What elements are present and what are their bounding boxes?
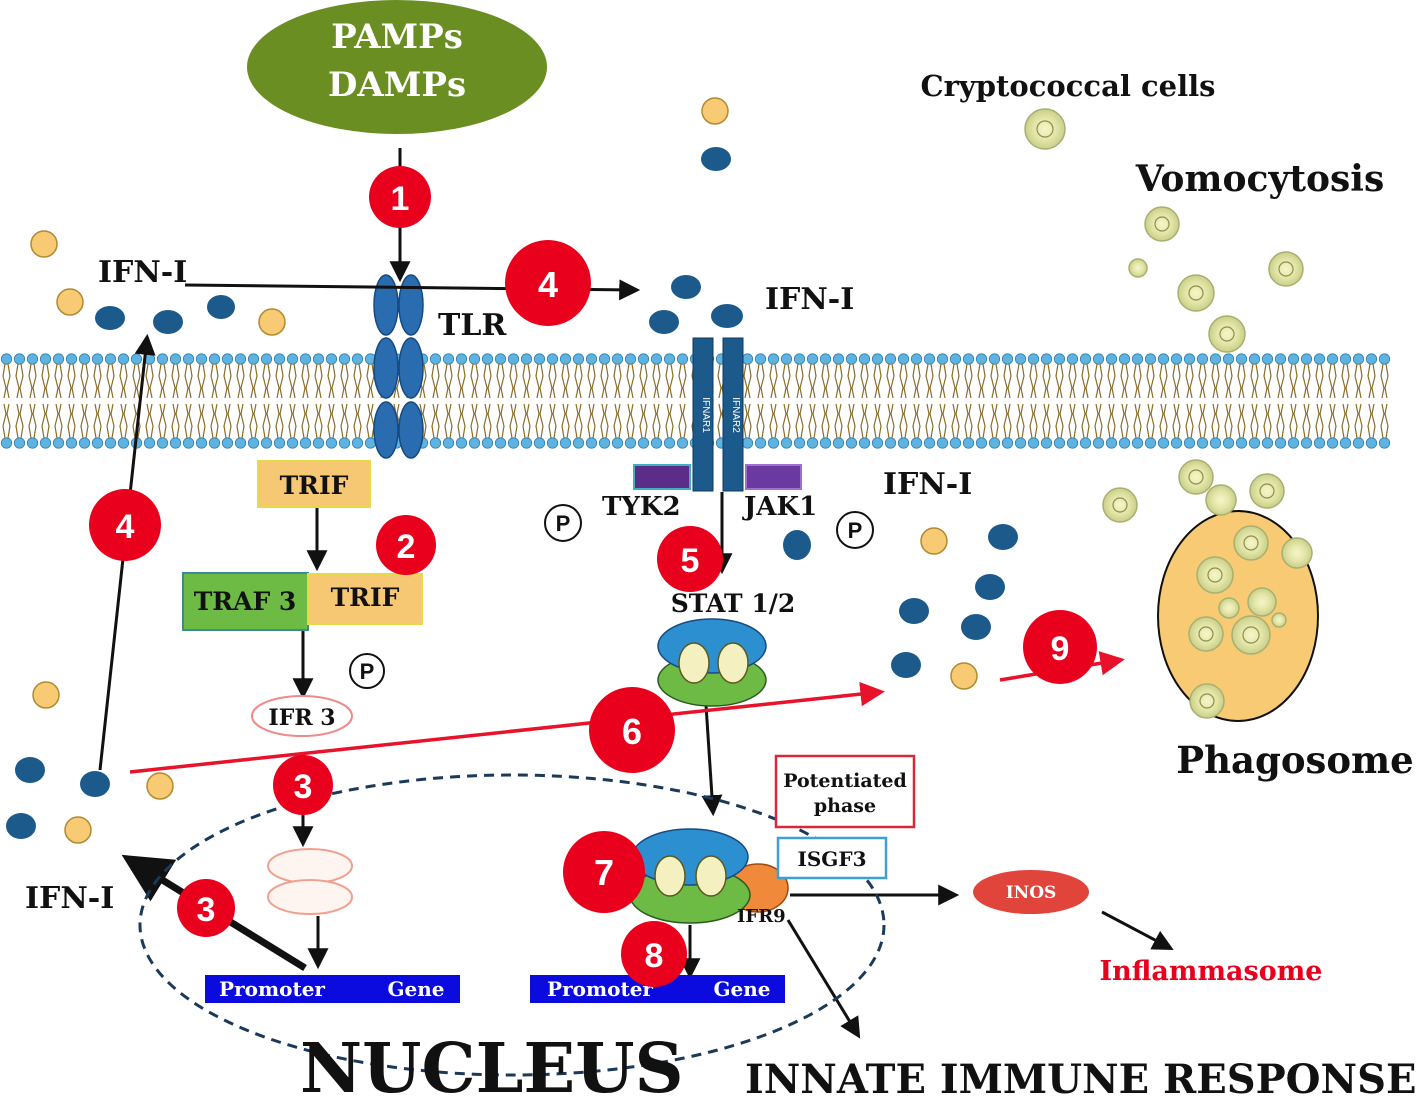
svg-text:TRIF: TRIF bbox=[280, 471, 349, 500]
potentiated-line2: phase bbox=[814, 795, 876, 817]
inos-ellipse bbox=[973, 870, 1089, 914]
ifn-molecules-yellow bbox=[30, 97, 978, 844]
pamps-label: PAMPs bbox=[331, 17, 463, 57]
step-4-top: 4 bbox=[505, 240, 591, 326]
svg-text:8: 8 bbox=[645, 937, 664, 975]
ifnar1-label: IFNAR1 bbox=[700, 397, 711, 433]
svg-text:9: 9 bbox=[1051, 630, 1070, 668]
damps-label: DAMPs bbox=[328, 65, 466, 105]
phagosome bbox=[1157, 510, 1319, 722]
stat-complex bbox=[657, 618, 767, 707]
step-7: 7 bbox=[563, 831, 645, 913]
ifn-label-top-left: IFN-I bbox=[98, 255, 187, 290]
ifr3-label: IFR 3 bbox=[268, 705, 335, 731]
svg-text:P: P bbox=[556, 511, 571, 536]
svg-text:1: 1 bbox=[391, 180, 410, 218]
trif2-box: TRIF bbox=[307, 573, 423, 625]
ifnar-receptor: IFNAR1 IFNAR2 bbox=[633, 337, 802, 492]
svg-text:Gene: Gene bbox=[713, 977, 770, 1001]
ifn-molecules-blue bbox=[6, 147, 1018, 839]
jak1-box bbox=[745, 464, 802, 490]
step-9: 9 bbox=[1023, 610, 1097, 684]
step-5: 5 bbox=[657, 526, 723, 592]
svg-text:ISGF3: ISGF3 bbox=[798, 847, 867, 871]
svg-text:3: 3 bbox=[197, 891, 216, 929]
svg-text:4: 4 bbox=[116, 508, 135, 546]
cryptococcal-cells bbox=[1024, 108, 1313, 719]
potentiated-phase-box: Potentiated phase bbox=[774, 754, 916, 829]
isgf3-box: ISGF3 bbox=[776, 836, 888, 880]
svg-text:3: 3 bbox=[294, 768, 313, 806]
nucleus-label: NUCLEUS bbox=[300, 1029, 684, 1105]
promoter-gene-bar-right: Promoter Gene bbox=[530, 975, 785, 1003]
step-4-left: 4 bbox=[89, 489, 161, 561]
tyk2-box bbox=[633, 464, 691, 490]
ifr3-dimer bbox=[267, 848, 353, 915]
step-3-top: 3 bbox=[273, 755, 333, 815]
nucleus-boundary bbox=[138, 773, 886, 1077]
svg-text:Promoter: Promoter bbox=[219, 977, 325, 1001]
traf3-box: TRAF 3 bbox=[182, 572, 309, 631]
pamps-damps-ellipse: PAMPs DAMPs bbox=[247, 0, 547, 134]
inflammasome-label: Inflammasome bbox=[1100, 956, 1323, 987]
step-6: 6 bbox=[589, 687, 675, 773]
step-3-bottom: 3 bbox=[177, 879, 235, 937]
isgf3-complex bbox=[629, 828, 789, 924]
promoter-gene-bar-left: Promoter Gene bbox=[205, 975, 460, 1003]
potentiated-line1: Potentiated bbox=[783, 770, 907, 792]
svg-text:P: P bbox=[360, 659, 375, 684]
svg-text:Gene: Gene bbox=[387, 977, 444, 1001]
step-2: 2 bbox=[376, 515, 436, 575]
vomocytosis-label: Vomocytosis bbox=[1135, 158, 1384, 200]
innate-label: INNATE IMMUNE RESPONSE bbox=[745, 1056, 1416, 1103]
inos-label: INOS bbox=[1006, 883, 1057, 903]
ifn-label-mid-right: IFN-I bbox=[883, 467, 972, 502]
svg-text:6: 6 bbox=[622, 711, 642, 752]
tlr-label: TLR bbox=[438, 308, 507, 343]
ifn-label-top-right: IFN-I bbox=[765, 282, 854, 317]
svg-text:7: 7 bbox=[594, 852, 614, 893]
ifr9-label: IFR9 bbox=[737, 906, 786, 927]
ifnar2-label: IFNAR2 bbox=[730, 397, 741, 433]
stat-label: STAT 1/2 bbox=[671, 589, 796, 618]
phagosome-label: Phagosome bbox=[1176, 738, 1413, 782]
svg-text:5: 5 bbox=[681, 542, 700, 580]
svg-text:TRIF: TRIF bbox=[331, 583, 400, 612]
step-8: 8 bbox=[621, 921, 687, 987]
svg-text:2: 2 bbox=[397, 528, 416, 566]
ifn-label-bottom-left: IFN-I bbox=[25, 881, 114, 916]
step-markers: 1 2 3 3 4 4 5 6 7 8 9 bbox=[89, 166, 1097, 987]
svg-text:P: P bbox=[848, 518, 863, 543]
svg-text:TRAF 3: TRAF 3 bbox=[194, 587, 297, 616]
phospho-p: P P P bbox=[349, 504, 874, 689]
cryptococcal-label: Cryptococcal cells bbox=[921, 69, 1216, 103]
svg-text:4: 4 bbox=[538, 264, 558, 305]
trif-box: TRIF bbox=[257, 460, 371, 508]
red-arrow-6 bbox=[129, 681, 885, 774]
jak1-label: JAK1 bbox=[742, 492, 817, 522]
ifr3-ellipse bbox=[251, 695, 353, 737]
step-1: 1 bbox=[369, 166, 431, 228]
tlr-receptor bbox=[373, 274, 424, 459]
tyk2-label: TYK2 bbox=[602, 492, 681, 522]
